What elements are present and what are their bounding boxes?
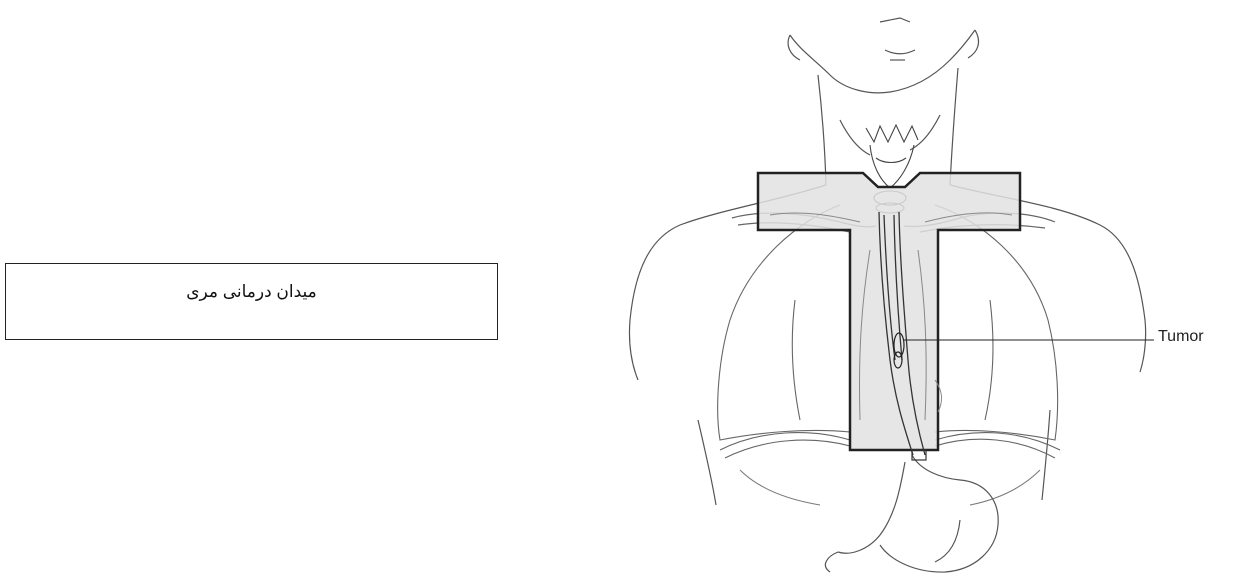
anatomy-figure [600, 0, 1233, 577]
caption-box: میدان درمانی مری [5, 263, 498, 340]
stomach-sketch [825, 455, 998, 572]
caption-text: میدان درمانی مری [6, 282, 497, 302]
face-sketch [788, 18, 978, 93]
neck-sketch [818, 68, 958, 185]
anatomy-illustration [600, 0, 1233, 577]
tumor-label: Tumor [1158, 328, 1204, 346]
ribcage-sketch [740, 470, 1040, 505]
